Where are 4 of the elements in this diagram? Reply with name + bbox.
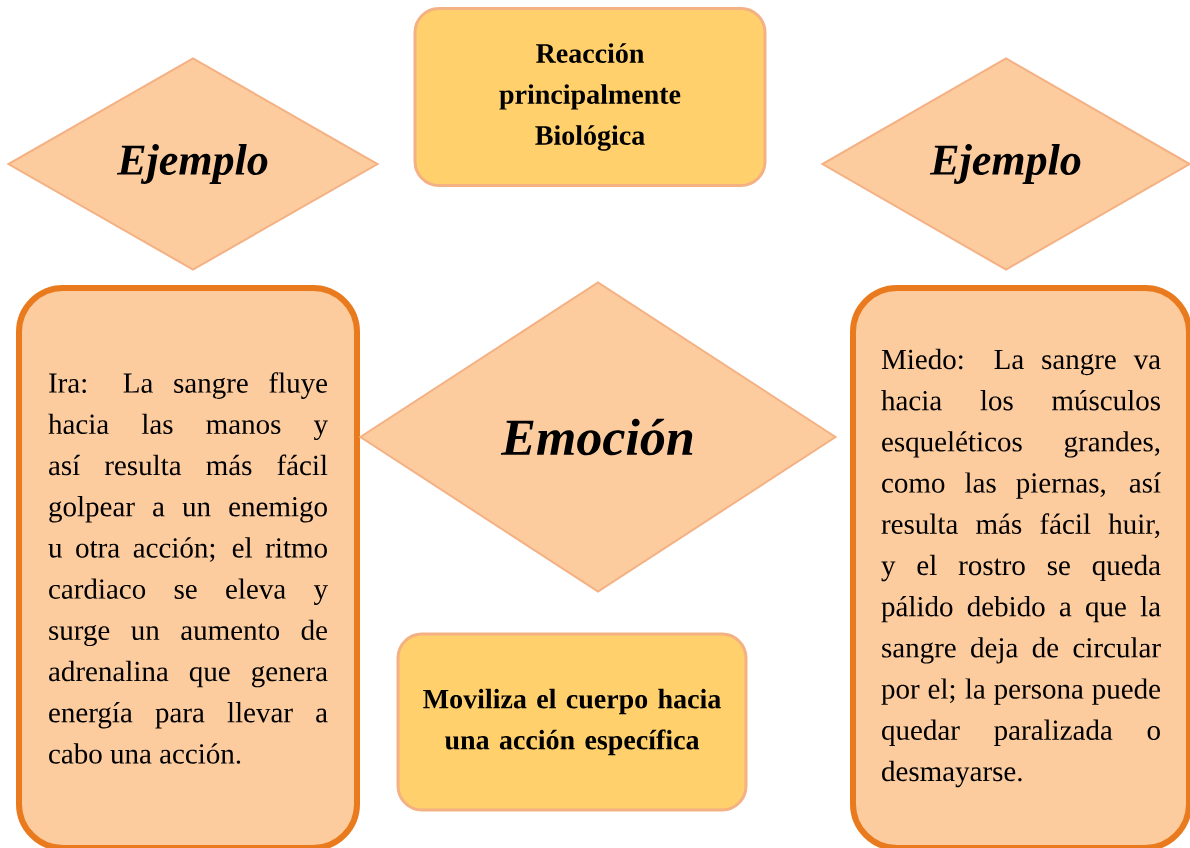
rounded-box: Moviliza el cuerpo hacia una acción específica xyxy=(396,632,748,812)
text-card: Ira: La sangre fluye hacia las manos y así resulta más fácil golpear a un enemigo u otra acción; el ritmo cardiaco se eleva y surge un aumento de adrenalina que genera energía para llevar a cabo una acción. xyxy=(16,285,360,848)
text-card: Miedo: La sangre va hacia los músculos esqueléticos grandes, como las piernas, así resulta más fácil huir, y el rostro se queda pálido debido a que la sangre deja de circular por el; la persona puede quedar paralizada o desmayarse. xyxy=(850,285,1190,848)
rounded-box: Reacción principalmente Biológica xyxy=(413,7,767,187)
